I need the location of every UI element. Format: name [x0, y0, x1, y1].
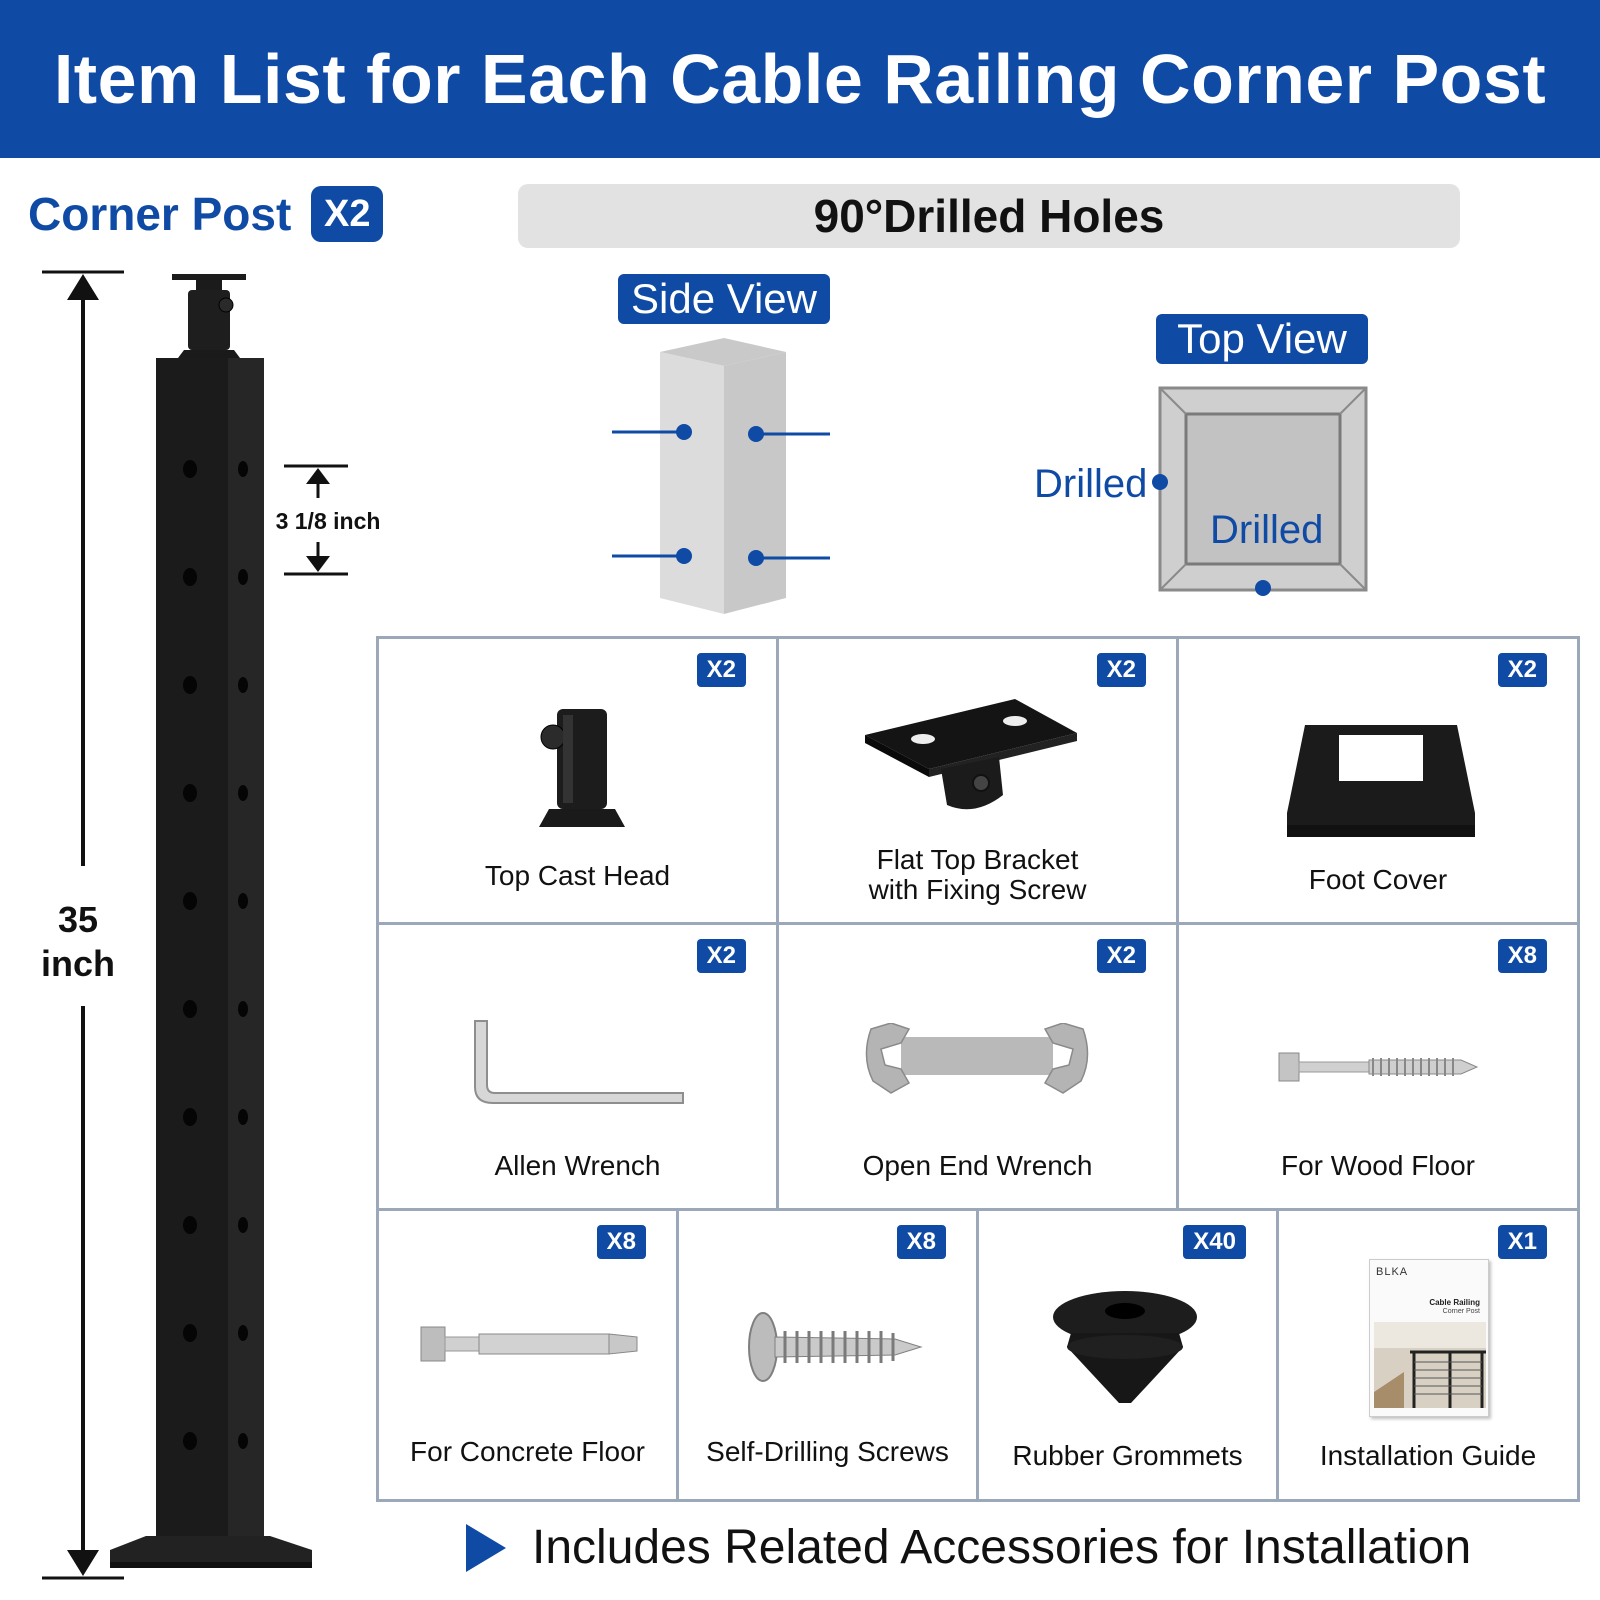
item-open-end-wrench: X2 Open End Wrench [779, 925, 1179, 1211]
corner-post-icon [42, 270, 348, 1580]
item-label-line1: Flat Top Bracket [876, 844, 1079, 875]
qty-badge: X2 [1096, 653, 1146, 687]
top-cast-head-icon [539, 709, 625, 827]
height-label: 35 inch [40, 899, 115, 984]
self-drilling-screw-icon [748, 1312, 923, 1382]
item-wood-floor-screw: X8 For Wood Floor [1179, 925, 1577, 1211]
installation-guide-icon: BLKA Cable Railing Corner Post [1369, 1259, 1489, 1417]
top-view-icon [1152, 386, 1368, 596]
item-label: Self-Drilling Screws [706, 1436, 949, 1467]
item-label: Top Cast Head [484, 860, 671, 891]
item-label: Installation Guide [1319, 1440, 1537, 1471]
corner-post-label: Corner Post [28, 188, 292, 240]
qty-badge: X2 [696, 939, 746, 973]
item-label: For Wood Floor [1281, 1150, 1475, 1181]
lag-screw-icon [1278, 1052, 1479, 1082]
top-view-tag: Top View [1156, 314, 1368, 364]
side-view-tag: Side View [618, 274, 830, 324]
item-self-drilling-screws: X8 Self-Drilling Screws [679, 1211, 979, 1499]
guide-brand: BLKA [1376, 1266, 1409, 1278]
foot-cover-icon [1287, 725, 1475, 837]
page-title: Item List for Each Cable Railing Corner … [53, 40, 1547, 118]
qty-badge: X1 [1497, 1225, 1547, 1259]
flat-top-bracket-icon [865, 699, 1077, 810]
item-top-cast-head: X2 Top Cast Head [379, 639, 779, 925]
guide-title-line2: Corner Post [1442, 1308, 1480, 1315]
side-view-icon [612, 338, 830, 614]
footer-text: Includes Related Accessories for Install… [532, 1521, 1472, 1574]
corner-post-title: Corner Post X2 [28, 186, 384, 242]
item-flat-top-bracket: X2 Flat Top Bracket with Fixing Screw [779, 639, 1179, 925]
item-rubber-grommets: X40 Rubber Grommets [979, 1211, 1279, 1499]
item-label: Allen Wrench [494, 1150, 661, 1181]
item-allen-wrench: X2 Allen Wrench [379, 925, 779, 1211]
rubber-grommet-icon [1053, 1291, 1197, 1403]
drilled-inner-label: Drilled [1210, 508, 1324, 552]
item-label: For Concrete Floor [410, 1436, 645, 1467]
corner-post-qty-badge: X2 [311, 186, 384, 242]
qty-badge: X40 [1183, 1225, 1246, 1259]
open-end-wrench-icon [865, 1023, 1089, 1094]
qty-badge: X2 [1497, 653, 1547, 687]
anchor-bolt-icon [420, 1326, 638, 1362]
drilled-holes-title: 90°Drilled Holes [518, 184, 1460, 248]
items-grid: X2 Top Cast Head X2 Flat Top Bracket wit… [376, 636, 1580, 1502]
item-label-line2: with Fixing Screw [868, 874, 1087, 905]
qty-badge: X2 [1096, 939, 1146, 973]
header-banner: Item List for Each Cable Railing Corner … [0, 0, 1600, 158]
item-label: Rubber Grommets [1012, 1440, 1243, 1471]
qty-badge: X8 [596, 1225, 646, 1259]
qty-badge: X2 [696, 653, 746, 687]
drilled-left-label: Drilled [1034, 462, 1148, 506]
guide-title-line1: Cable Railing [1429, 1298, 1480, 1307]
qty-badge: X8 [896, 1225, 946, 1259]
play-arrow-icon [466, 1523, 506, 1572]
item-concrete-floor-anchor: X8 For Concrete Floor [379, 1211, 679, 1499]
item-foot-cover: X2 Foot Cover [1179, 639, 1577, 925]
allen-wrench-icon [474, 1020, 684, 1104]
item-installation-guide: X1 BLKA Cable Railing Corner Post Instal… [1279, 1211, 1577, 1499]
item-label: Foot Cover [1308, 864, 1448, 895]
footer-note: Includes Related Accessories for Install… [466, 1520, 1471, 1575]
item-label: Open End Wrench [862, 1150, 1093, 1181]
qty-badge: X8 [1497, 939, 1547, 973]
spacing-label: 3 1/8 inch [275, 508, 381, 534]
